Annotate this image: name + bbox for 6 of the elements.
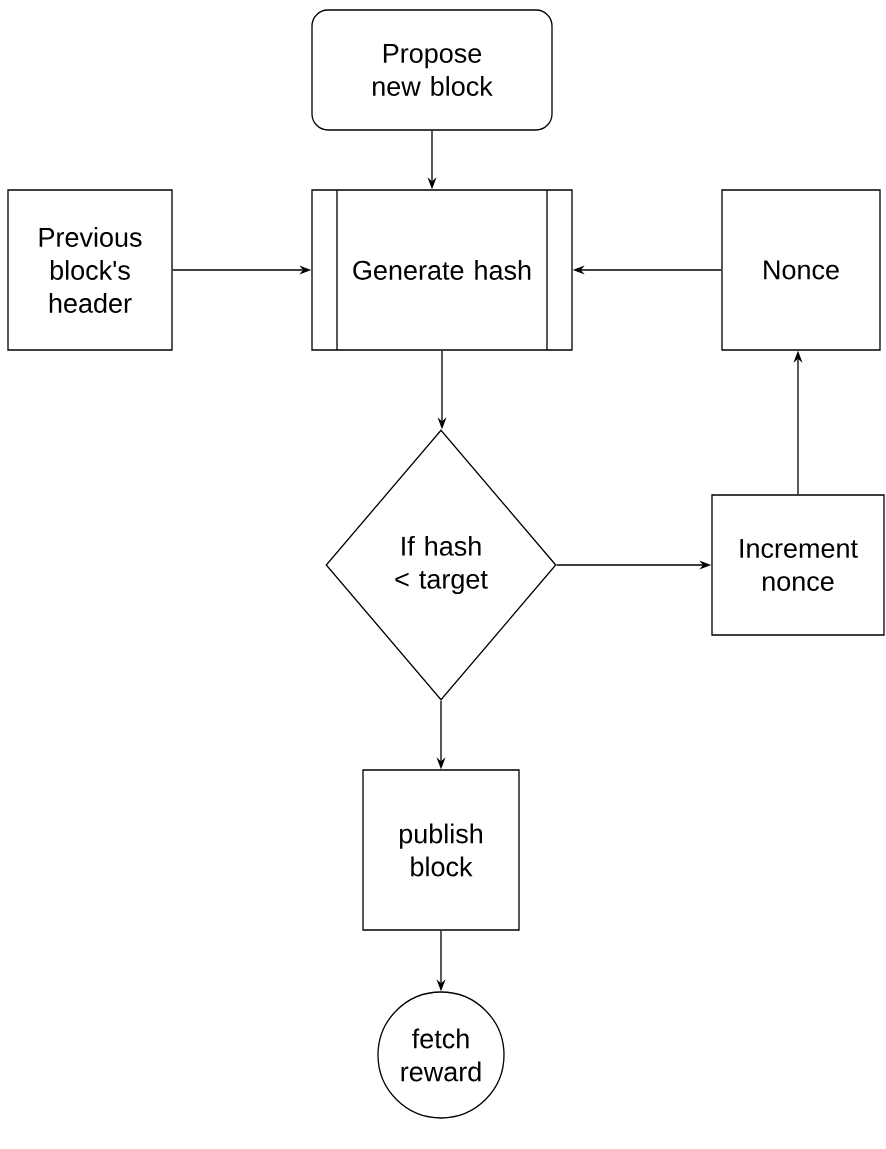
process-box: Previous block's header — [7, 189, 173, 351]
process-box: Increment nonce — [711, 494, 885, 636]
process-box: Nonce — [721, 189, 881, 351]
predefined-process-box: Generate hash — [311, 189, 573, 351]
terminal-box: Propose new block — [311, 9, 553, 131]
process-box: publish block — [362, 769, 520, 931]
